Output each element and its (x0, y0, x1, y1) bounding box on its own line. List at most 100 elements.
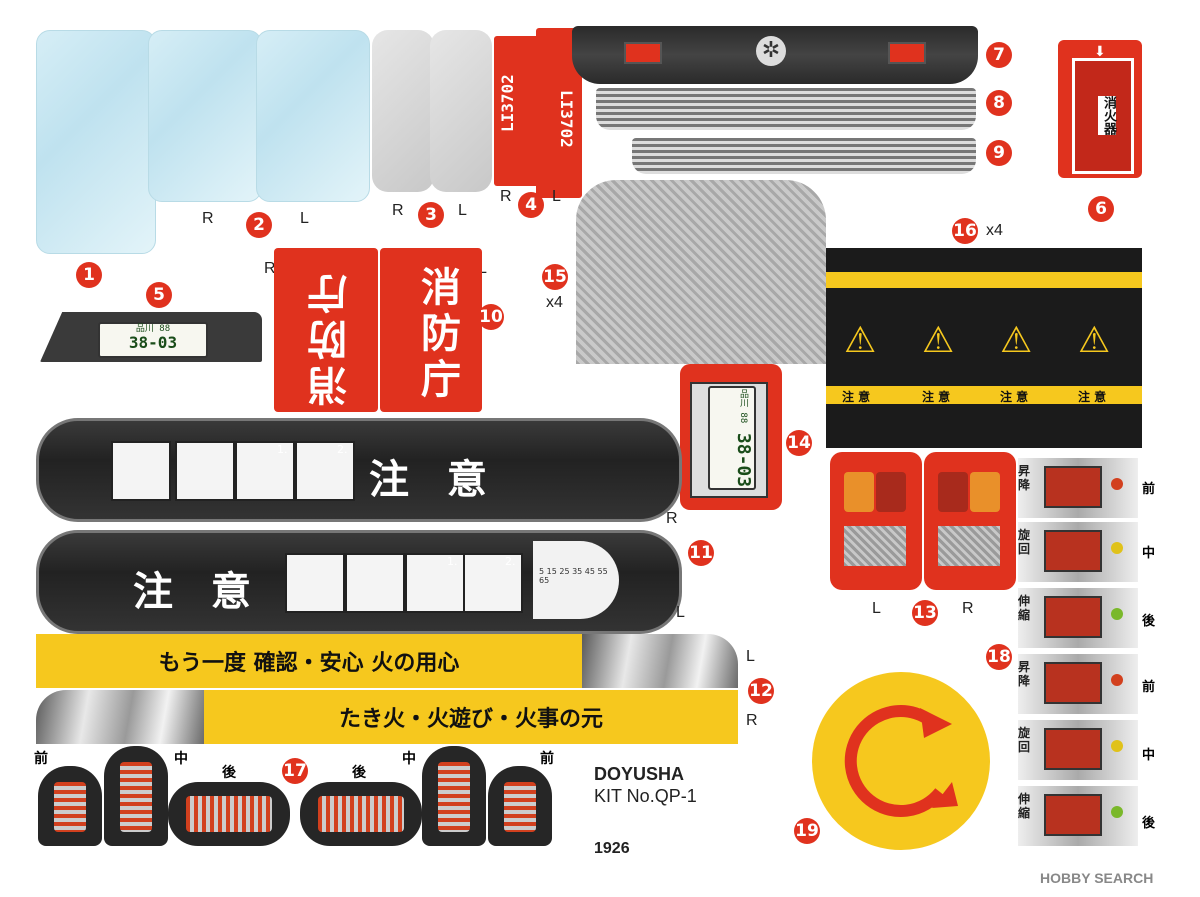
side-label-r: R (962, 600, 974, 617)
switch-button (1044, 530, 1102, 572)
decal-8-grille (596, 88, 976, 130)
led-indicator (1111, 478, 1123, 490)
caution-label: 注 意 (1078, 390, 1107, 404)
decal-4-door-r: LI3702 (494, 36, 540, 186)
plate-number: 38-03 (733, 432, 754, 488)
part-number-11: 11 (688, 540, 714, 566)
step-2-label: 2. (505, 555, 516, 568)
dial-ticks: 5 15 25 35 45 55 65 (539, 567, 608, 585)
part-number-8: 8 (986, 90, 1012, 116)
led-label: 後 (1142, 816, 1156, 831)
quantity-x4: x4 (986, 222, 1003, 239)
switch-label: 伸縮 (1018, 792, 1031, 820)
spring-coil (438, 762, 470, 832)
side-label-l: L (552, 188, 561, 205)
switch-2: 旋回 (1018, 522, 1138, 582)
caution-label: 注 意 (922, 390, 951, 404)
part-number-10: 10 (478, 304, 504, 330)
decal-10-door-r: 消防庁 (274, 248, 378, 412)
part-number-16: 16 (952, 218, 978, 244)
caution-label: 注 意 (842, 390, 871, 404)
switch-5: 旋回 (1018, 720, 1138, 780)
led-indicator (1111, 674, 1123, 686)
license-plate: 品川 88 38-03 (98, 322, 208, 358)
spring-coil (504, 782, 536, 832)
part-number-12: 12 (748, 678, 774, 704)
spring-coil (318, 796, 404, 832)
switch-button (1044, 662, 1102, 704)
spring-coil (120, 762, 152, 832)
plate-region: 品川 88 (738, 388, 748, 424)
plate-id-l: LI3702 (557, 90, 576, 148)
side-label-l: L (676, 604, 685, 621)
led-indicator (1111, 542, 1123, 554)
led-label: 中 (1142, 748, 1156, 763)
switch-label: 昇降 (1018, 464, 1031, 492)
crane-lower-icon (405, 553, 465, 613)
part-number-19: 19 (794, 818, 820, 844)
decal-12-banner-bottom: たき火・火遊び・火事の元 (204, 690, 738, 744)
banner-top-text: もう一度 確認・安心 火の用心 (158, 651, 460, 676)
rotate-arrow-icon (844, 705, 958, 818)
plate-number: 38-03 (128, 333, 178, 352)
decal-11-panel-r: 1. 2. 注 意 (36, 418, 682, 522)
part-number-2: 2 (246, 212, 272, 238)
switch-4: 昇降 (1018, 654, 1138, 714)
emblem-icon: ✲ (756, 36, 786, 66)
decal-6-extinguisher: ⬇ 消火器 (1058, 40, 1142, 178)
decal-7-rear-bumper: ✲ (572, 26, 978, 84)
part-number-14: 14 (786, 430, 812, 456)
extinguisher-label: 消火器 (1098, 96, 1116, 135)
plate-id-r: LI3702 (498, 74, 517, 132)
spring-front-label: 前 (540, 751, 554, 767)
crane-boom-icon (111, 441, 171, 501)
led-label: 前 (1142, 482, 1156, 497)
decal-19-rotate-sign (812, 672, 990, 850)
side-label-r: R (264, 260, 276, 277)
decal-3-window-r (372, 30, 434, 192)
part-number-18: 18 (986, 644, 1012, 670)
maker-name: DOYUSHA (594, 764, 685, 784)
step-1-label: 1. (447, 555, 458, 568)
decal-10-door-l: 消防庁 (380, 248, 482, 412)
no-electric-icon (175, 441, 235, 501)
spring-front-label: 前 (34, 751, 48, 767)
spring-coil (186, 796, 272, 832)
led-indicator (1111, 608, 1123, 620)
part-number-13: 13 (912, 600, 938, 626)
watermark: HOBBY SEARCH (1040, 870, 1154, 886)
kit-number: KIT No.QP-1 (594, 786, 697, 806)
spring-coil (54, 782, 86, 832)
led-label: 前 (1142, 680, 1156, 695)
decal-1-windshield (36, 30, 156, 254)
part-number-5: 5 (146, 282, 172, 308)
decal-9-grille (632, 138, 976, 174)
side-label-l: L (458, 202, 467, 219)
part-number-15: 15 (542, 264, 568, 290)
part-number-4: 4 (518, 192, 544, 218)
crane-lower-icon (235, 441, 295, 501)
plate-region: 品川 88 (135, 324, 171, 334)
led-label: 中 (1142, 546, 1156, 561)
crane-boom-icon (285, 553, 345, 613)
led-indicator (1111, 806, 1123, 818)
side-label-r: R (392, 202, 404, 219)
switch-button (1044, 794, 1102, 836)
side-label-l: L (478, 260, 487, 277)
decal-15-tread-plate (576, 180, 826, 364)
part-number-7: 7 (986, 42, 1012, 68)
decal-2-window-r (148, 30, 262, 202)
quantity-x4: x4 (546, 294, 563, 311)
switch-1: 昇降 (1018, 458, 1138, 518)
warning-icon: ⚠ (844, 320, 877, 361)
decal-13-rear-light-r (924, 452, 1016, 590)
crane-raise-icon (463, 553, 523, 613)
decal-12-chrome-bottom (36, 690, 204, 744)
caution-label: 注 意 (1000, 390, 1029, 404)
side-label-r: R (202, 210, 214, 227)
part-number-6: 6 (1088, 196, 1114, 222)
decal-13-rear-light-l (830, 452, 922, 590)
print-code: 1926 (594, 840, 630, 857)
spring-rear-label: 後 (352, 765, 366, 781)
spring-middle-label: 中 (174, 751, 188, 767)
